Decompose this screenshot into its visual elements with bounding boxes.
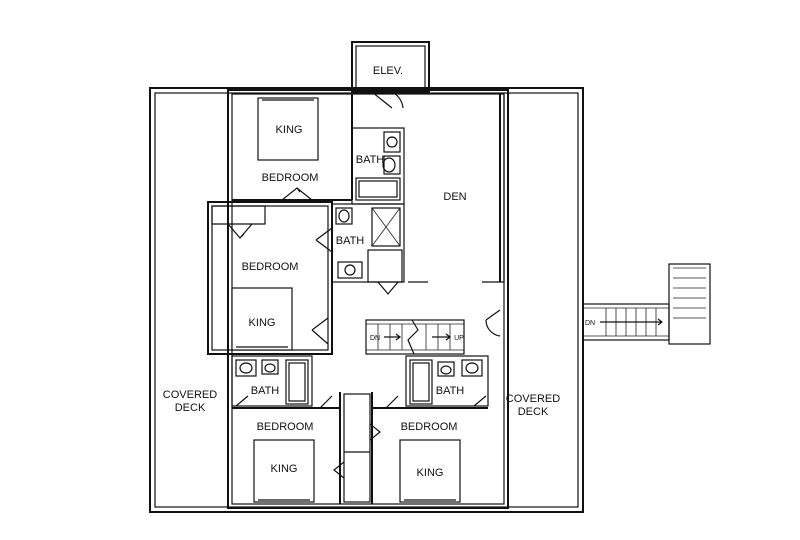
- label-bath-top: BATH: [356, 154, 385, 166]
- elevator: [351, 41, 430, 109]
- label-stairs-dn: DN: [370, 335, 380, 342]
- label-covered-deck-left-2: DECK: [175, 402, 206, 414]
- label-covered-deck-right-1: COVERED: [506, 393, 560, 405]
- bedroom-top: [232, 94, 353, 201]
- bedroom-bottom-left: [232, 392, 341, 504]
- label-stairs-up: UP: [454, 335, 464, 342]
- label-bedroom-bottom-right: BEDROOM: [401, 421, 458, 433]
- label-bath-bottom-left: BATH: [251, 385, 280, 397]
- label-bedroom-mid: BEDROOM: [242, 261, 299, 273]
- hall-closets: [333, 393, 381, 503]
- label-bed-king-bottom-left: KING: [271, 463, 298, 475]
- bath-mid: [315, 203, 405, 295]
- bath-bottom-left: [231, 355, 313, 407]
- label-covered-deck-left-1: COVERED: [163, 389, 217, 401]
- label-covered-deck-right-2: DECK: [518, 406, 549, 418]
- bedroom-mid: [207, 201, 333, 355]
- bedroom-bottom-right: [371, 392, 488, 504]
- label-bed-king-mid: KING: [249, 317, 276, 329]
- label-elevator: ELEV.: [373, 65, 403, 77]
- bed-king-top: [257, 97, 319, 161]
- interior-stairs: [365, 319, 465, 355]
- bath-bottom-right: [405, 355, 489, 407]
- exterior-stairs: [582, 263, 711, 345]
- label-bedroom-bottom-left: BEDROOM: [257, 421, 314, 433]
- bath-top: [351, 127, 405, 205]
- bed-king-mid: [231, 287, 293, 351]
- label-bedroom-top: BEDROOM: [262, 172, 319, 184]
- outer-walls: [149, 87, 584, 513]
- bed-king-bottom-right: [399, 439, 461, 503]
- label-bed-king-bottom-right: KING: [417, 467, 444, 479]
- bed-king-bottom-left: [253, 439, 315, 503]
- label-den: DEN: [443, 191, 466, 203]
- label-bath-bottom-right: BATH: [436, 385, 465, 397]
- den: [408, 94, 505, 337]
- label-bath-mid: BATH: [336, 235, 365, 247]
- label-exterior-stairs-dn: DN: [585, 320, 595, 327]
- label-bed-king-top: KING: [276, 124, 303, 136]
